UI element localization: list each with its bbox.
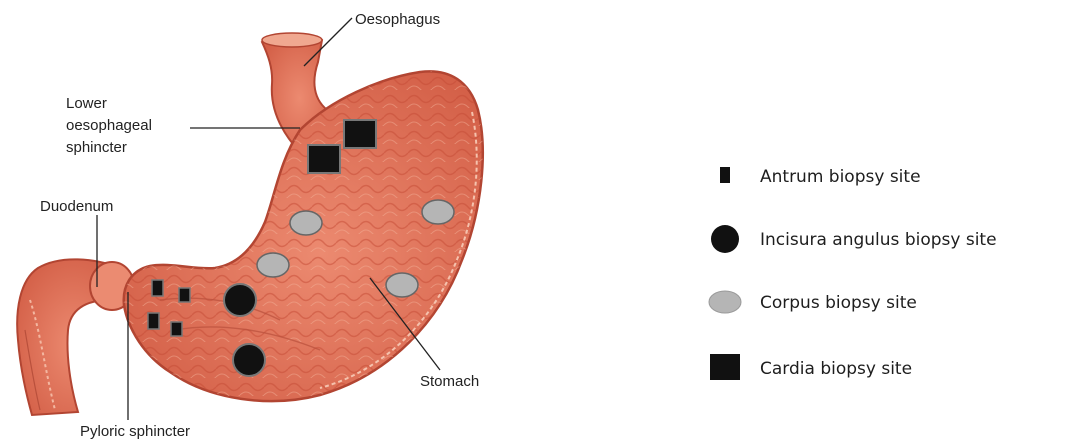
legend-antrum-marker xyxy=(720,167,730,183)
cardia-marker xyxy=(308,145,340,173)
antrum-marker xyxy=(152,280,163,296)
legend-label: Cardia biopsy site xyxy=(760,359,912,379)
label-les-line2: oesophageal xyxy=(66,117,152,134)
legend-incisura-marker xyxy=(711,225,739,253)
corpus-marker xyxy=(290,211,322,235)
antrum-marker xyxy=(179,288,190,302)
cardia-marker xyxy=(344,120,376,148)
legend-label: Incisura angulus biopsy site xyxy=(760,230,997,250)
incisura-marker xyxy=(233,344,265,376)
legend-label: Corpus biopsy site xyxy=(760,293,917,313)
label-stomach: Stomach xyxy=(420,373,479,390)
legend-item-cardia: Cardia biopsy site xyxy=(710,354,912,380)
corpus-marker xyxy=(257,253,289,277)
corpus-marker xyxy=(386,273,418,297)
corpus-marker xyxy=(422,200,454,224)
label-les-line3: sphincter xyxy=(66,139,127,156)
label-les-line1: Lower xyxy=(66,95,107,112)
legend-cardia-marker xyxy=(710,354,740,380)
legend: Antrum biopsy site Incisura angulus biop… xyxy=(709,167,997,380)
legend-item-antrum: Antrum biopsy site xyxy=(720,167,921,187)
antrum-marker xyxy=(148,313,159,329)
antrum-marker xyxy=(171,322,182,336)
legend-item-incisura: Incisura angulus biopsy site xyxy=(711,225,997,253)
legend-label: Antrum biopsy site xyxy=(760,167,921,187)
legend-corpus-marker xyxy=(709,291,741,313)
legend-item-corpus: Corpus biopsy site xyxy=(709,291,917,313)
label-oesophagus: Oesophagus xyxy=(355,11,440,28)
label-pyloric-sphincter: Pyloric sphincter xyxy=(80,423,190,440)
label-duodenum: Duodenum xyxy=(40,198,113,215)
incisura-marker xyxy=(224,284,256,316)
